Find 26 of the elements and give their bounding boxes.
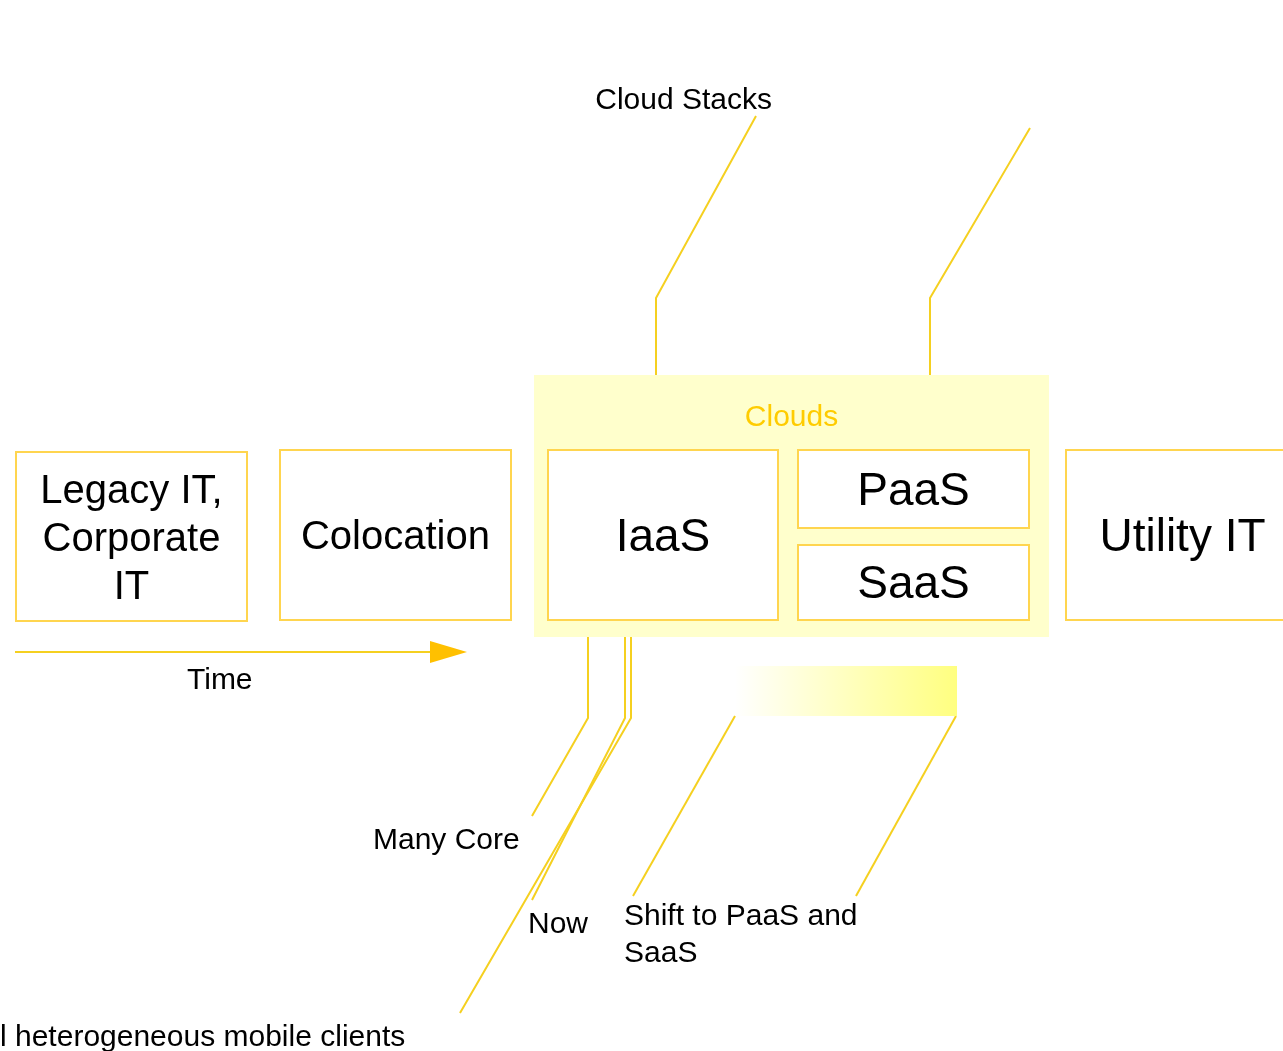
box-label: PaaS	[857, 461, 970, 517]
leader-line	[531, 636, 626, 901]
leader-line	[929, 127, 1031, 376]
box-label: Colocation	[301, 512, 490, 559]
leader-line	[855, 715, 957, 897]
callout-text: Cloud Stacks	[595, 82, 772, 115]
box-label: IaaS	[615, 507, 711, 563]
service-box	[547, 449, 779, 621]
box-label: Utility IT	[1099, 507, 1266, 563]
clouds-area	[534, 375, 1049, 637]
callout-text: Many Core	[373, 822, 520, 855]
box-label: SaaS	[857, 555, 970, 610]
stage-box	[279, 449, 512, 621]
callout-text: Shift to PaaS and SaaS	[624, 898, 858, 968]
leader-line	[531, 636, 589, 817]
leader-line	[655, 115, 757, 376]
leader-line	[459, 636, 632, 1014]
leader-line	[632, 715, 736, 897]
stage-box	[15, 451, 248, 622]
service-box	[797, 544, 1030, 621]
box-label: Legacy IT, Corporate IT	[39, 465, 224, 609]
service-box	[797, 449, 1030, 529]
axis-label: Time	[187, 661, 253, 697]
stage-box	[1065, 449, 1283, 621]
callout-text: Now	[528, 906, 588, 939]
box-label: Clouds	[743, 398, 840, 434]
